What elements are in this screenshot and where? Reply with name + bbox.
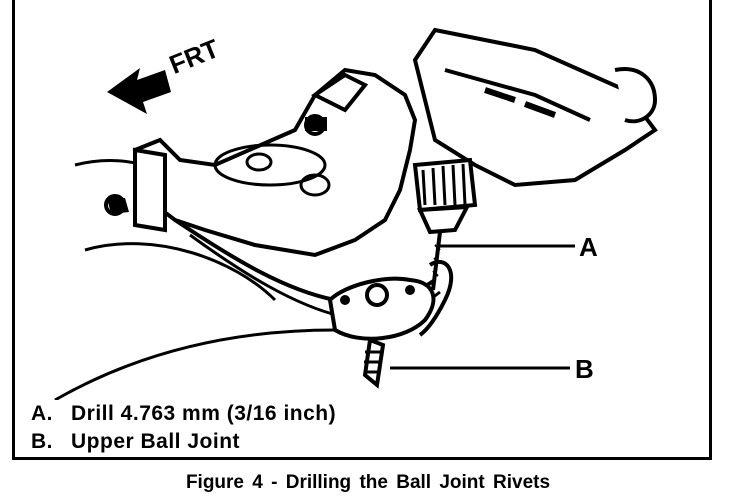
legend-key-a: A. <box>31 402 53 425</box>
callout-b-label: B <box>575 354 594 384</box>
callout-a-label: A <box>579 232 598 262</box>
legend-text-b: Upper Ball Joint <box>71 430 241 453</box>
front-direction-arrow-icon <box>107 68 171 114</box>
figure-frame: FRT A B A.Drill 4.763 mm (3/16 inch) B.U… <box>12 0 712 460</box>
ball-joint-drilling-illustration <box>54 27 658 400</box>
legend-item-a: A. Drill 4.763 mm (3/16 inch) <box>31 402 336 426</box>
legend-item-b: B. Upper Ball Joint <box>31 430 240 454</box>
legend-text-a: Drill 4.763 mm (3/16 inch) <box>71 402 337 425</box>
figure-caption: Figure 4 - Drilling the Ball Joint Rivet… <box>185 472 551 493</box>
drill-illustration <box>412 27 658 291</box>
control-arm-illustration <box>104 67 441 320</box>
ball-joint-illustration <box>327 259 454 389</box>
legend-key-b: B. <box>31 430 53 453</box>
